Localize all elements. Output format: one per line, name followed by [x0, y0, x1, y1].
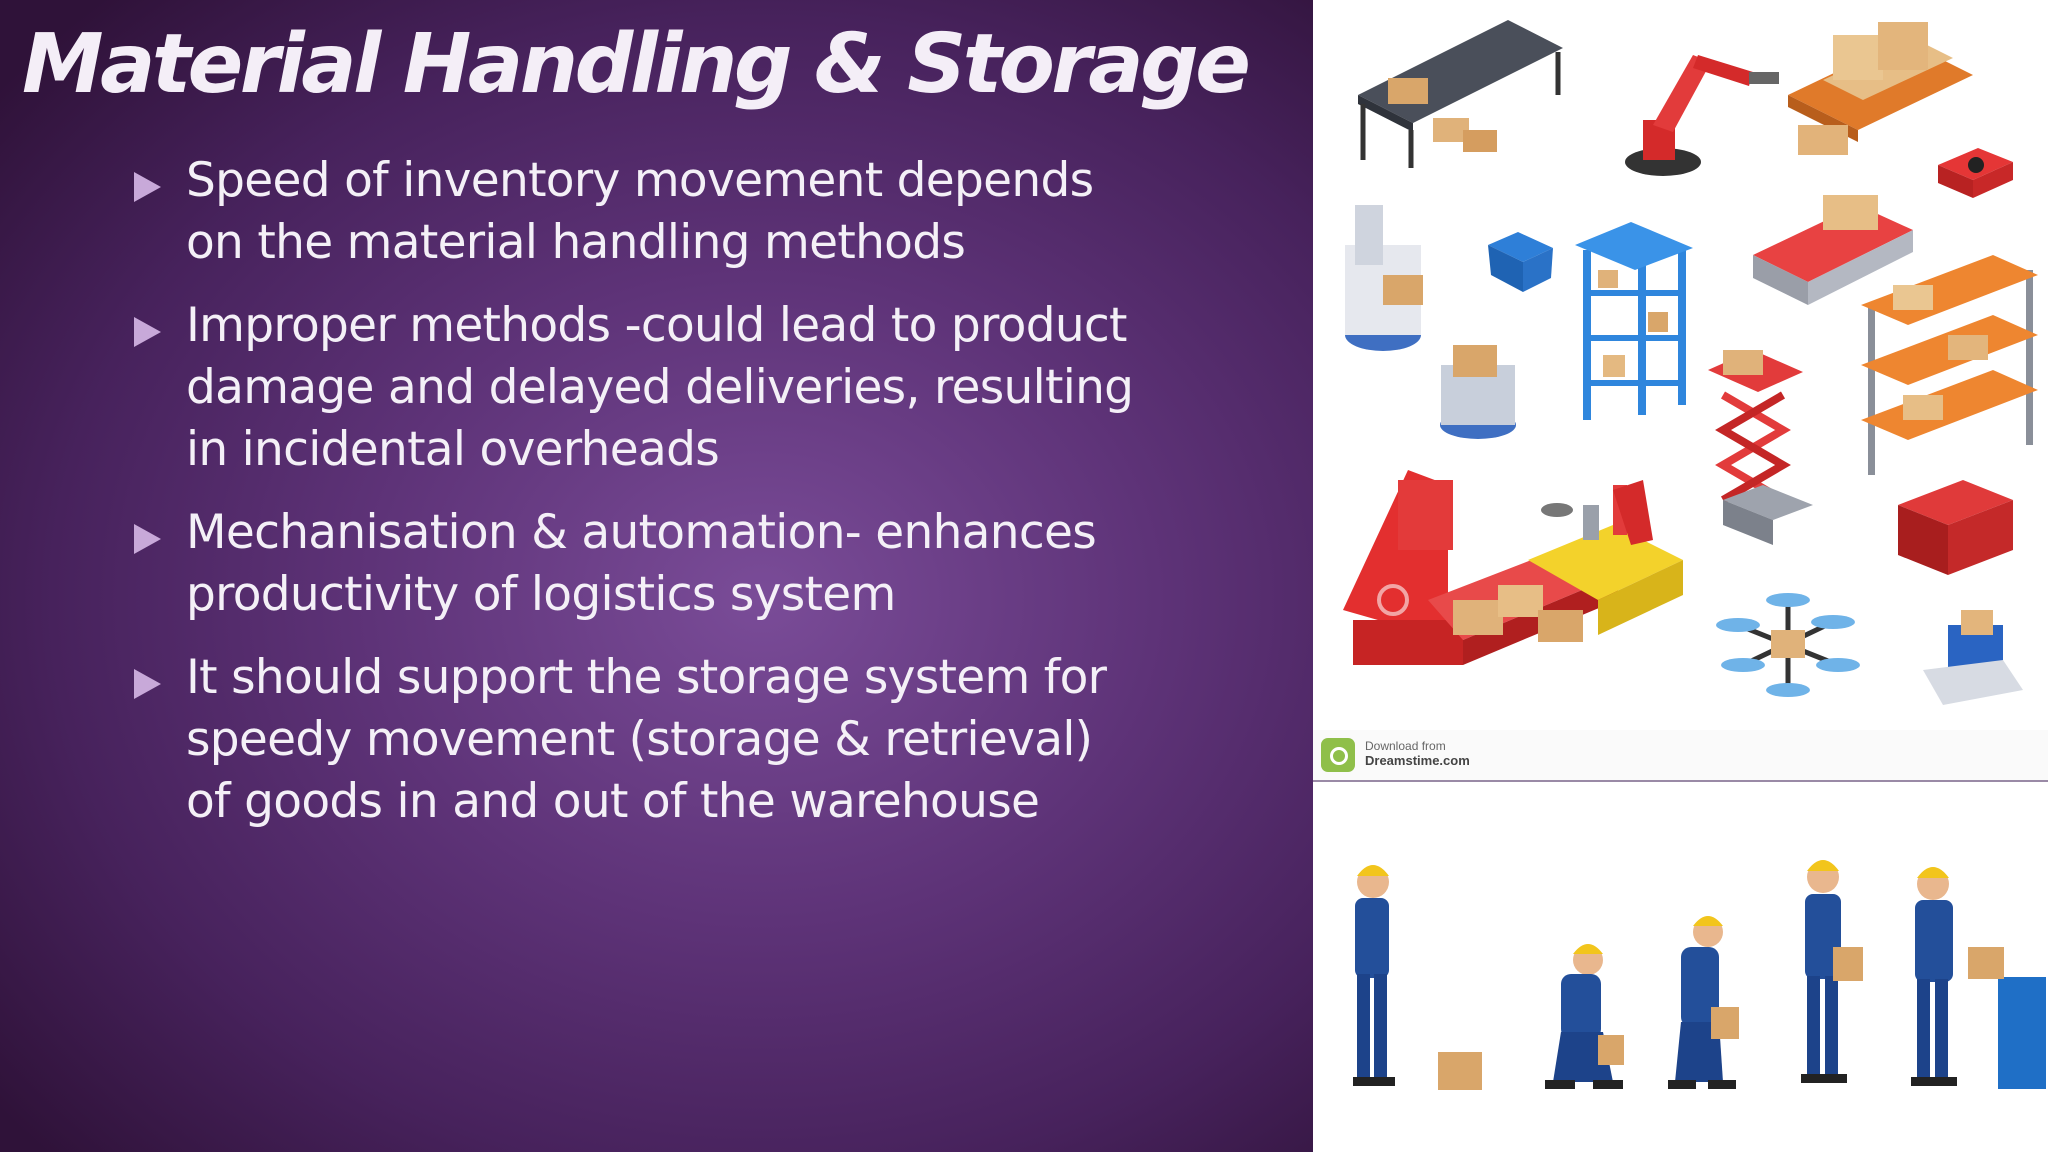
- service-robot-icon: [1345, 205, 1423, 351]
- dreamstime-logo-icon: [1321, 738, 1355, 772]
- slide-background: Material Handling & Storage Speed of inv…: [0, 0, 1313, 1152]
- delivery-drone-icon: [1716, 593, 1860, 697]
- triangle-right-icon: [134, 172, 161, 202]
- watermark-bar: Download from Dreamstime.com: [1313, 730, 2048, 782]
- triangle-right-icon: [134, 524, 161, 554]
- image-panel: Download from Dreamstime.com: [1313, 0, 2048, 1152]
- bullet-item: It should support the storage system for…: [130, 647, 1140, 833]
- blue-shelving-icon: [1575, 222, 1693, 420]
- bullet-text: Improper methods -could lead to product …: [186, 298, 1134, 477]
- watermark-line1: Download from: [1365, 739, 1446, 753]
- bullet-item: Improper methods -could lead to product …: [130, 295, 1140, 481]
- yellow-robot-cell-icon: [1528, 480, 1683, 635]
- bullet-text: Mechanisation & automation- enhances pro…: [186, 505, 1097, 622]
- red-robot-vacuum-icon: [1938, 148, 2013, 198]
- blue-cart-robot-icon: [1440, 345, 1516, 439]
- agv-icon: [1753, 195, 1913, 305]
- robot-arm-icon: [1625, 55, 1779, 176]
- worker-lifting-icon: [1668, 916, 1739, 1089]
- worker-placing-box-icon: [1911, 867, 2046, 1089]
- workers-lifting-illustration: [1353, 860, 2046, 1090]
- worker-carrying-icon: [1801, 860, 1863, 1083]
- triangle-right-icon: [134, 317, 161, 347]
- boxes-on-pallet-icon: [1788, 22, 1973, 155]
- bullet-text: It should support the storage system for…: [186, 650, 1107, 829]
- triangle-right-icon: [134, 669, 161, 699]
- scissor-lift-icon: [1708, 350, 1813, 545]
- watermark-line2: Dreamstime.com: [1365, 753, 1470, 768]
- slide-title: Material Handling & Storage: [22, 17, 1251, 112]
- red-machine-icon: [1898, 480, 2013, 575]
- conveyor-icon: [1358, 20, 1563, 168]
- orange-shelving-icon: [1861, 255, 2038, 475]
- blue-bin-icon: [1488, 232, 1553, 292]
- warehouse-equipment-illustration: [1343, 20, 2038, 705]
- small-delivery-robot-icon: [1923, 610, 2023, 705]
- bullet-list: Speed of inventory movement depends on t…: [130, 150, 1140, 854]
- worker-standing-icon: [1353, 865, 1482, 1090]
- bullet-text: Speed of inventory movement depends on t…: [186, 153, 1094, 270]
- bullet-item: Speed of inventory movement depends on t…: [130, 150, 1140, 274]
- bullet-item: Mechanisation & automation- enhances pro…: [130, 502, 1140, 626]
- worker-squatting-icon: [1545, 944, 1624, 1089]
